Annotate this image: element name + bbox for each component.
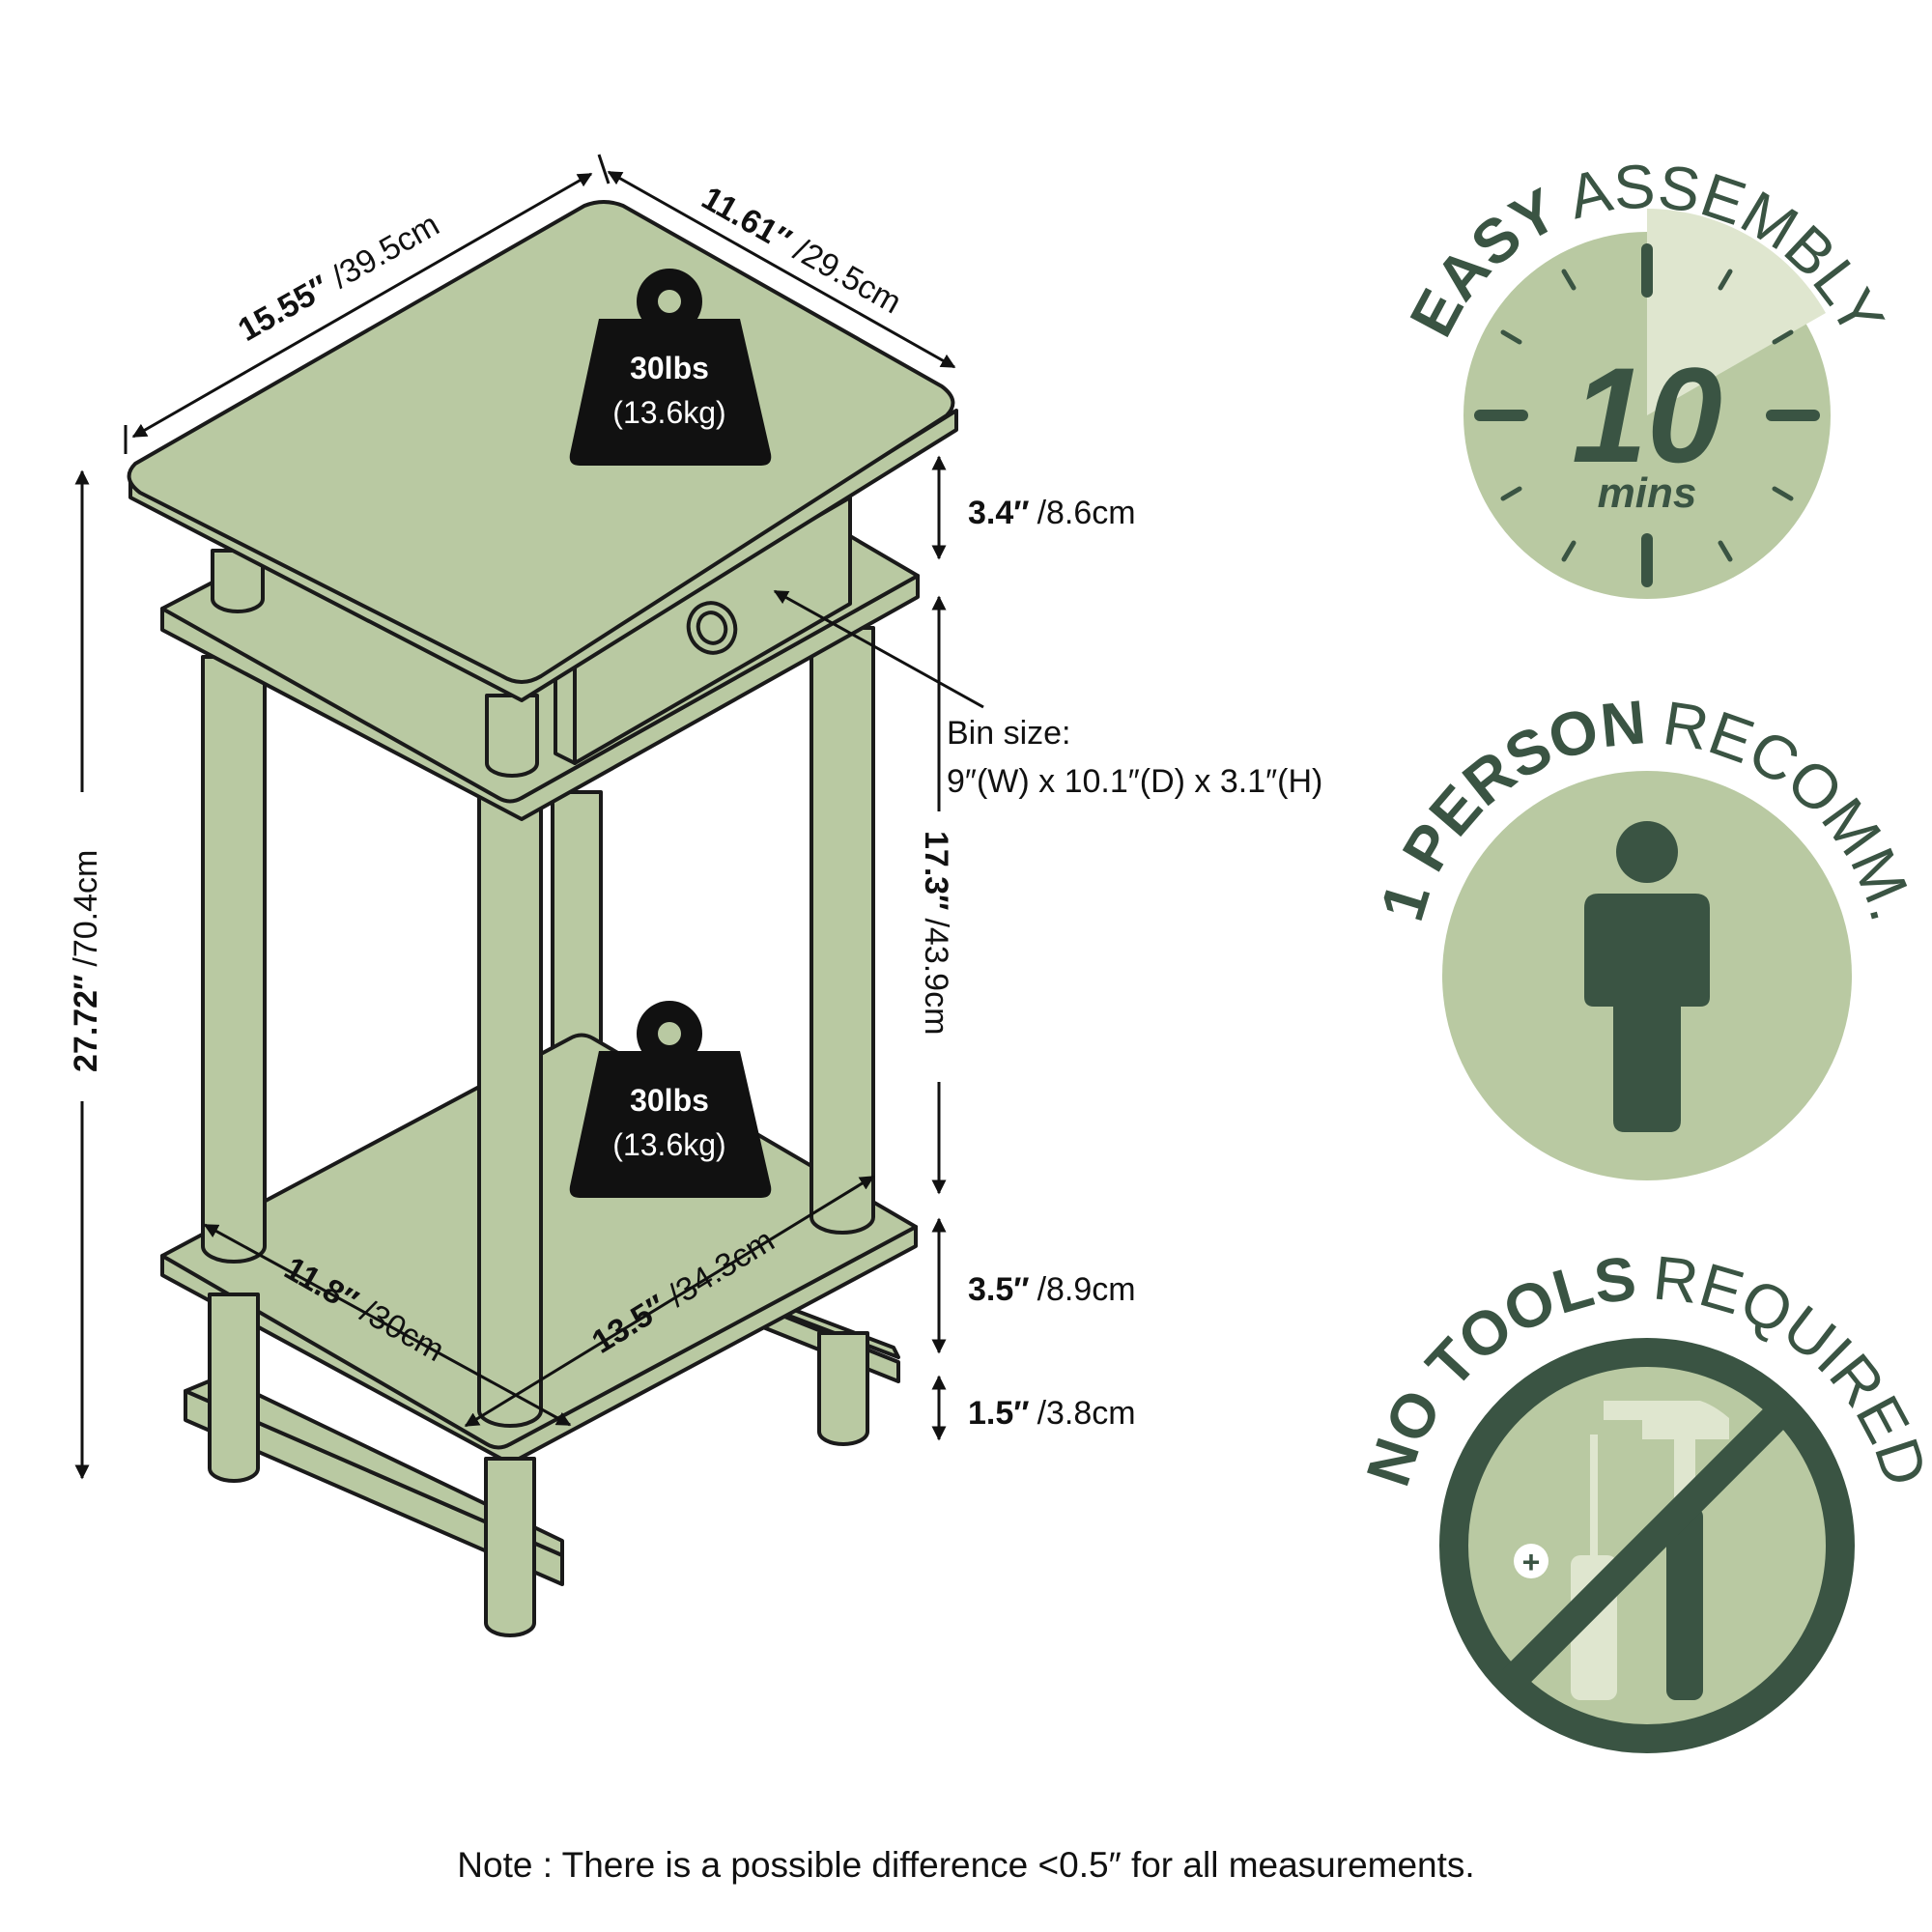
dim-top-width-inch: 15.55″ (232, 269, 335, 349)
no-tools-badge: NO TOOLSREQUIRED + (1352, 1242, 1932, 1753)
timer-unit: mins (1598, 469, 1697, 517)
load-top-lbs: 30lbs (630, 351, 709, 385)
measurement-note: Note : There is a possible difference <0… (457, 1845, 1475, 1885)
post-middle (485, 694, 539, 778)
dim-foot-height-inch: 1.5″ (968, 1395, 1030, 1432)
bin-size-value: 9″(W) x 10.1″(D) x 3.1″(H) (947, 763, 1322, 800)
dim-middle-height-inch: 17.3″ (918, 831, 954, 910)
leg-front-right (810, 626, 875, 1235)
dim-top-depth-inch: 11.61″ (696, 180, 797, 259)
dim-total-height-cm: /70.4cm (68, 850, 104, 967)
foot-front-left (208, 1293, 260, 1483)
svg-text:+: + (1522, 1545, 1541, 1579)
dim-total-height-inch: 27.72″ (68, 975, 104, 1072)
timer-wedge (1647, 209, 1826, 415)
dim-shelf-gap-inch: 3.5″ (968, 1271, 1030, 1308)
foot-back-right (817, 1331, 869, 1446)
dim-top-width-cm: /39.5cm (326, 206, 445, 296)
foot-front-middle (484, 1457, 536, 1637)
dim-tick (597, 154, 611, 185)
bin-leader-line (773, 589, 984, 709)
leg-front-middle (477, 790, 543, 1428)
side-table-illustration (127, 200, 958, 1637)
clock-icon (1474, 243, 1820, 587)
dim-line-top-depth (607, 170, 956, 369)
dim-shelf-gap-cm: /8.9cm (1037, 1271, 1136, 1308)
load-bottom-kg: (13.6kg) (612, 1127, 725, 1162)
dim-foot-height-cm: /3.8cm (1037, 1395, 1136, 1432)
drawer-handle (686, 601, 738, 655)
dim-drawer-height-inch: 3.4″ (968, 495, 1030, 531)
load-bottom-lbs: 30lbs (630, 1083, 709, 1118)
dim-total-height: 27.72″ /70.4cm (68, 850, 104, 1072)
leg-back-middle (551, 790, 603, 1067)
no-sign-slash (1502, 1401, 1792, 1690)
easy-assembly-badge: EASYASSEMBLY 10 mins (1396, 151, 1898, 599)
dim-line-bottom-width (464, 1175, 875, 1428)
dim-drawer-height-cm: /8.6cm (1037, 495, 1136, 531)
timer-number: 10 (1572, 339, 1722, 491)
dim-foot-height: 1.5″/3.8cm (968, 1395, 1136, 1432)
weight-icon-bottom: 30lbs (13.6kg) (569, 1001, 772, 1198)
dim-shelf-gap: 3.5″/8.9cm (968, 1271, 1136, 1308)
dim-middle-height-cm: /43.9cm (918, 918, 954, 1035)
dim-drawer-height: 3.4″/8.6cm (968, 495, 1136, 531)
dim-middle-height: 17.3″ /43.9cm (918, 831, 954, 1035)
person-icon (1584, 821, 1710, 1132)
load-top-kg: (13.6kg) (612, 395, 725, 430)
post-left (211, 549, 265, 613)
dim-line-top-width (131, 172, 593, 439)
bin-size-title: Bin size: (947, 715, 1071, 752)
leg-front-left (201, 655, 267, 1264)
no-sign-ring (1439, 1338, 1855, 1753)
